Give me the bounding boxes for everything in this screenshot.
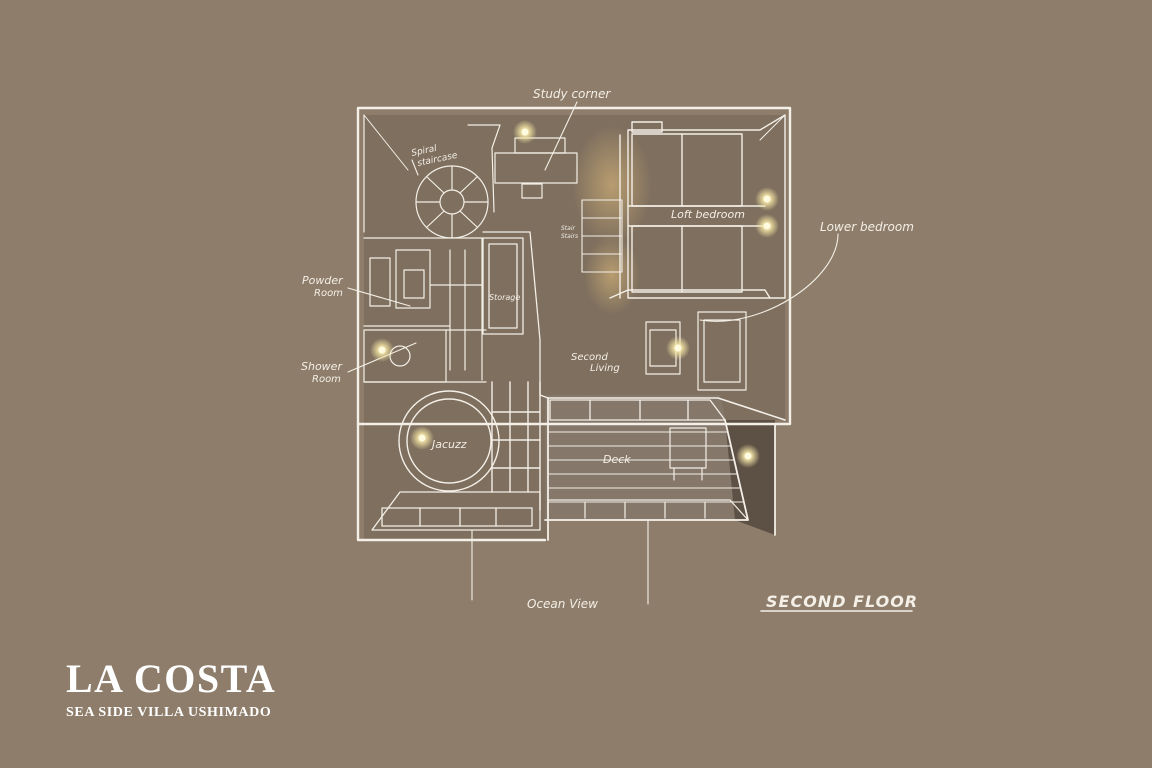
living-edge — [547, 397, 786, 421]
label-loft-bedroom: Loft bedroom — [671, 208, 745, 221]
label-stair-1: Stair — [561, 225, 576, 232]
lower-bedroom-furniture — [645, 311, 747, 391]
brand-title: LA COSTA — [66, 656, 277, 701]
jacuzzi — [398, 381, 541, 511]
outer-wall-lower — [356, 422, 547, 542]
lower-window-bench — [371, 491, 541, 531]
label-storage: Storage — [489, 293, 520, 302]
study-desk — [494, 137, 578, 199]
perspective-line — [759, 114, 786, 141]
label-stair-2: Stairs — [561, 233, 578, 240]
label-powder-2: Room — [314, 288, 343, 299]
brand-block: LA COSTA SEA SIDE VILLA USHIMADO — [66, 655, 276, 721]
label-study-corner: Study corner — [533, 87, 611, 101]
ambient-glow — [572, 125, 652, 245]
loft-bedroom — [609, 114, 786, 299]
deck-boards — [547, 431, 744, 503]
leader-lines — [347, 101, 913, 612]
powder-room — [363, 237, 483, 381]
label-lower-bedroom: Lower bedroom — [820, 220, 914, 234]
shower-room — [363, 329, 487, 383]
stair-rail — [467, 124, 501, 213]
floor-title: SECOND FLOOR — [766, 592, 918, 611]
deck-front-bench — [547, 499, 749, 521]
label-shower-1: Shower — [301, 360, 343, 373]
ceiling-lights — [370, 120, 779, 468]
label-jacuzzi: Jacuzz — [430, 438, 467, 451]
perspective-line — [363, 114, 409, 171]
label-living-2: Living — [590, 363, 620, 374]
label-powder-1: Powder — [302, 274, 344, 287]
deck-window — [549, 399, 726, 421]
small-stairs — [581, 199, 623, 273]
label-living-1: Second — [571, 352, 608, 363]
interior-floor — [364, 115, 785, 540]
label-ocean-view: Ocean View — [527, 597, 598, 611]
ambient-glow — [584, 235, 640, 315]
label-shower-2: Room — [312, 374, 341, 385]
label-deck: Deck — [603, 453, 631, 466]
brand-subtitle: SEA SIDE VILLA USHIMADO — [66, 705, 272, 720]
storage — [482, 231, 549, 399]
deck-chair — [669, 427, 707, 481]
